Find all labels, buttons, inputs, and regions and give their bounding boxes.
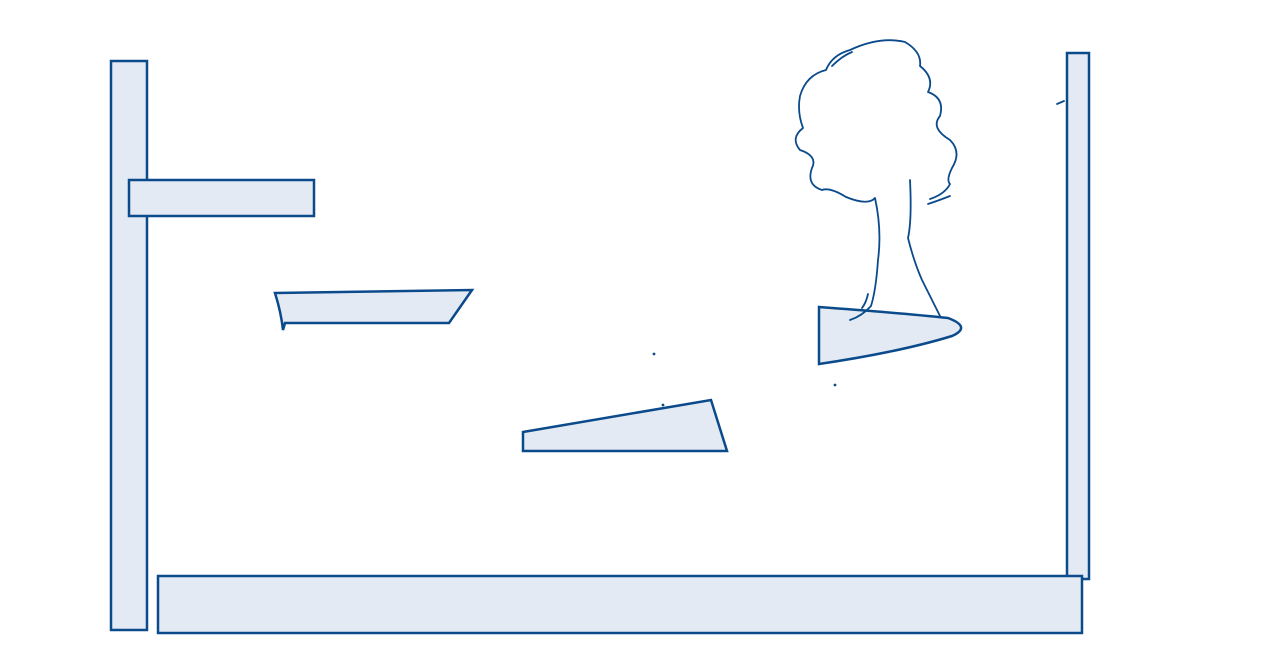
stray-dot [661,403,665,407]
right-platform [817,305,963,366]
tree-icon [794,39,958,321]
tree-trunk-left [845,196,881,321]
tree-canopy-accent [831,51,853,67]
upper-left-ledge [127,178,316,218]
floor [156,574,1084,635]
tree-root [861,293,869,309]
stray-mark [1056,100,1065,105]
middle-ramp [521,398,729,453]
stray-dot [652,352,656,356]
tree-canopy-accent-2 [927,195,951,205]
right-wall [1065,51,1091,581]
tree-trunk-right [907,179,941,317]
stray-dot [833,383,837,387]
left-platform [273,288,475,331]
left-wall [109,59,149,632]
tree-canopy [794,39,958,200]
